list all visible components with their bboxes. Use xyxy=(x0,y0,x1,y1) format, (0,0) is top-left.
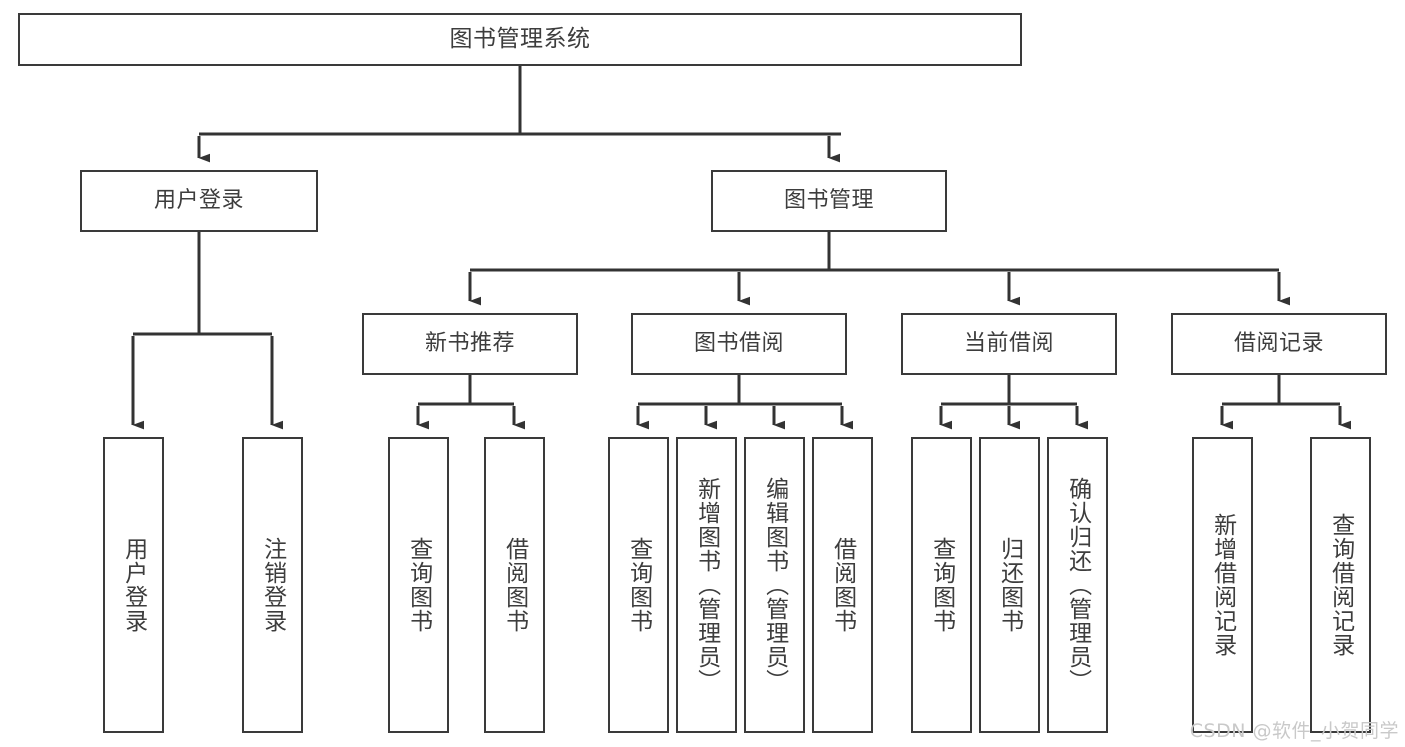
node-user-login[interactable]: 用户登录 xyxy=(80,170,318,232)
node-label: 图书管理 xyxy=(783,187,874,213)
leaf-query-borrow-record[interactable]: 查询借阅记录 xyxy=(1310,437,1371,733)
node-book-management[interactable]: 图书管理 xyxy=(711,170,947,232)
leaf-edit-book-admin[interactable]: 编辑图书（管理员） xyxy=(744,437,805,733)
leaf-confirm-return-admin[interactable]: 确认归还（管理员） xyxy=(1047,437,1108,733)
leaf-borrow-book[interactable]: 借阅图书 xyxy=(812,437,873,733)
node-book-borrow[interactable]: 图书借阅 xyxy=(631,313,847,375)
leaf-label: 借阅图书 xyxy=(829,537,856,633)
node-label: 借阅记录 xyxy=(1233,330,1324,356)
node-root-system[interactable]: 图书管理系统 xyxy=(18,13,1022,66)
node-current-borrow[interactable]: 当前借阅 xyxy=(901,313,1117,375)
leaf-label: 归还图书 xyxy=(996,537,1023,633)
node-label: 图书借阅 xyxy=(693,330,784,356)
node-label: 当前借阅 xyxy=(963,330,1054,356)
leaf-label: 新增借阅记录 xyxy=(1209,513,1236,657)
leaf-user-login[interactable]: 用户登录 xyxy=(103,437,164,733)
leaf-borrow-book-recommend[interactable]: 借阅图书 xyxy=(484,437,545,733)
leaf-label: 查询借阅记录 xyxy=(1327,513,1354,657)
leaf-add-book-admin[interactable]: 新增图书（管理员） xyxy=(676,437,737,733)
leaf-label: 确认归还（管理员） xyxy=(1064,477,1091,693)
node-label: 用户登录 xyxy=(153,187,244,213)
leaf-label: 借阅图书 xyxy=(501,537,528,633)
leaf-label: 新增图书（管理员） xyxy=(693,477,720,693)
leaf-query-book-borrow[interactable]: 查询图书 xyxy=(608,437,669,733)
leaf-label: 查询图书 xyxy=(405,537,432,633)
leaf-query-book-recommend[interactable]: 查询图书 xyxy=(388,437,449,733)
leaf-label: 用户登录 xyxy=(120,537,147,633)
node-label: 图书管理系统 xyxy=(449,25,591,52)
leaf-logout[interactable]: 注销登录 xyxy=(242,437,303,733)
leaf-return-book[interactable]: 归还图书 xyxy=(979,437,1040,733)
watermark: CSDN @软件_小贺同学 xyxy=(1189,720,1399,742)
leaf-label: 编辑图书（管理员） xyxy=(761,477,788,693)
leaf-query-book-current[interactable]: 查询图书 xyxy=(911,437,972,733)
leaf-label: 注销登录 xyxy=(259,537,286,633)
leaf-add-borrow-record[interactable]: 新增借阅记录 xyxy=(1192,437,1253,733)
node-new-book-recommend[interactable]: 新书推荐 xyxy=(362,313,578,375)
leaf-label: 查询图书 xyxy=(928,537,955,633)
leaf-label: 查询图书 xyxy=(625,537,652,633)
node-borrow-record[interactable]: 借阅记录 xyxy=(1171,313,1387,375)
node-label: 新书推荐 xyxy=(424,330,515,356)
